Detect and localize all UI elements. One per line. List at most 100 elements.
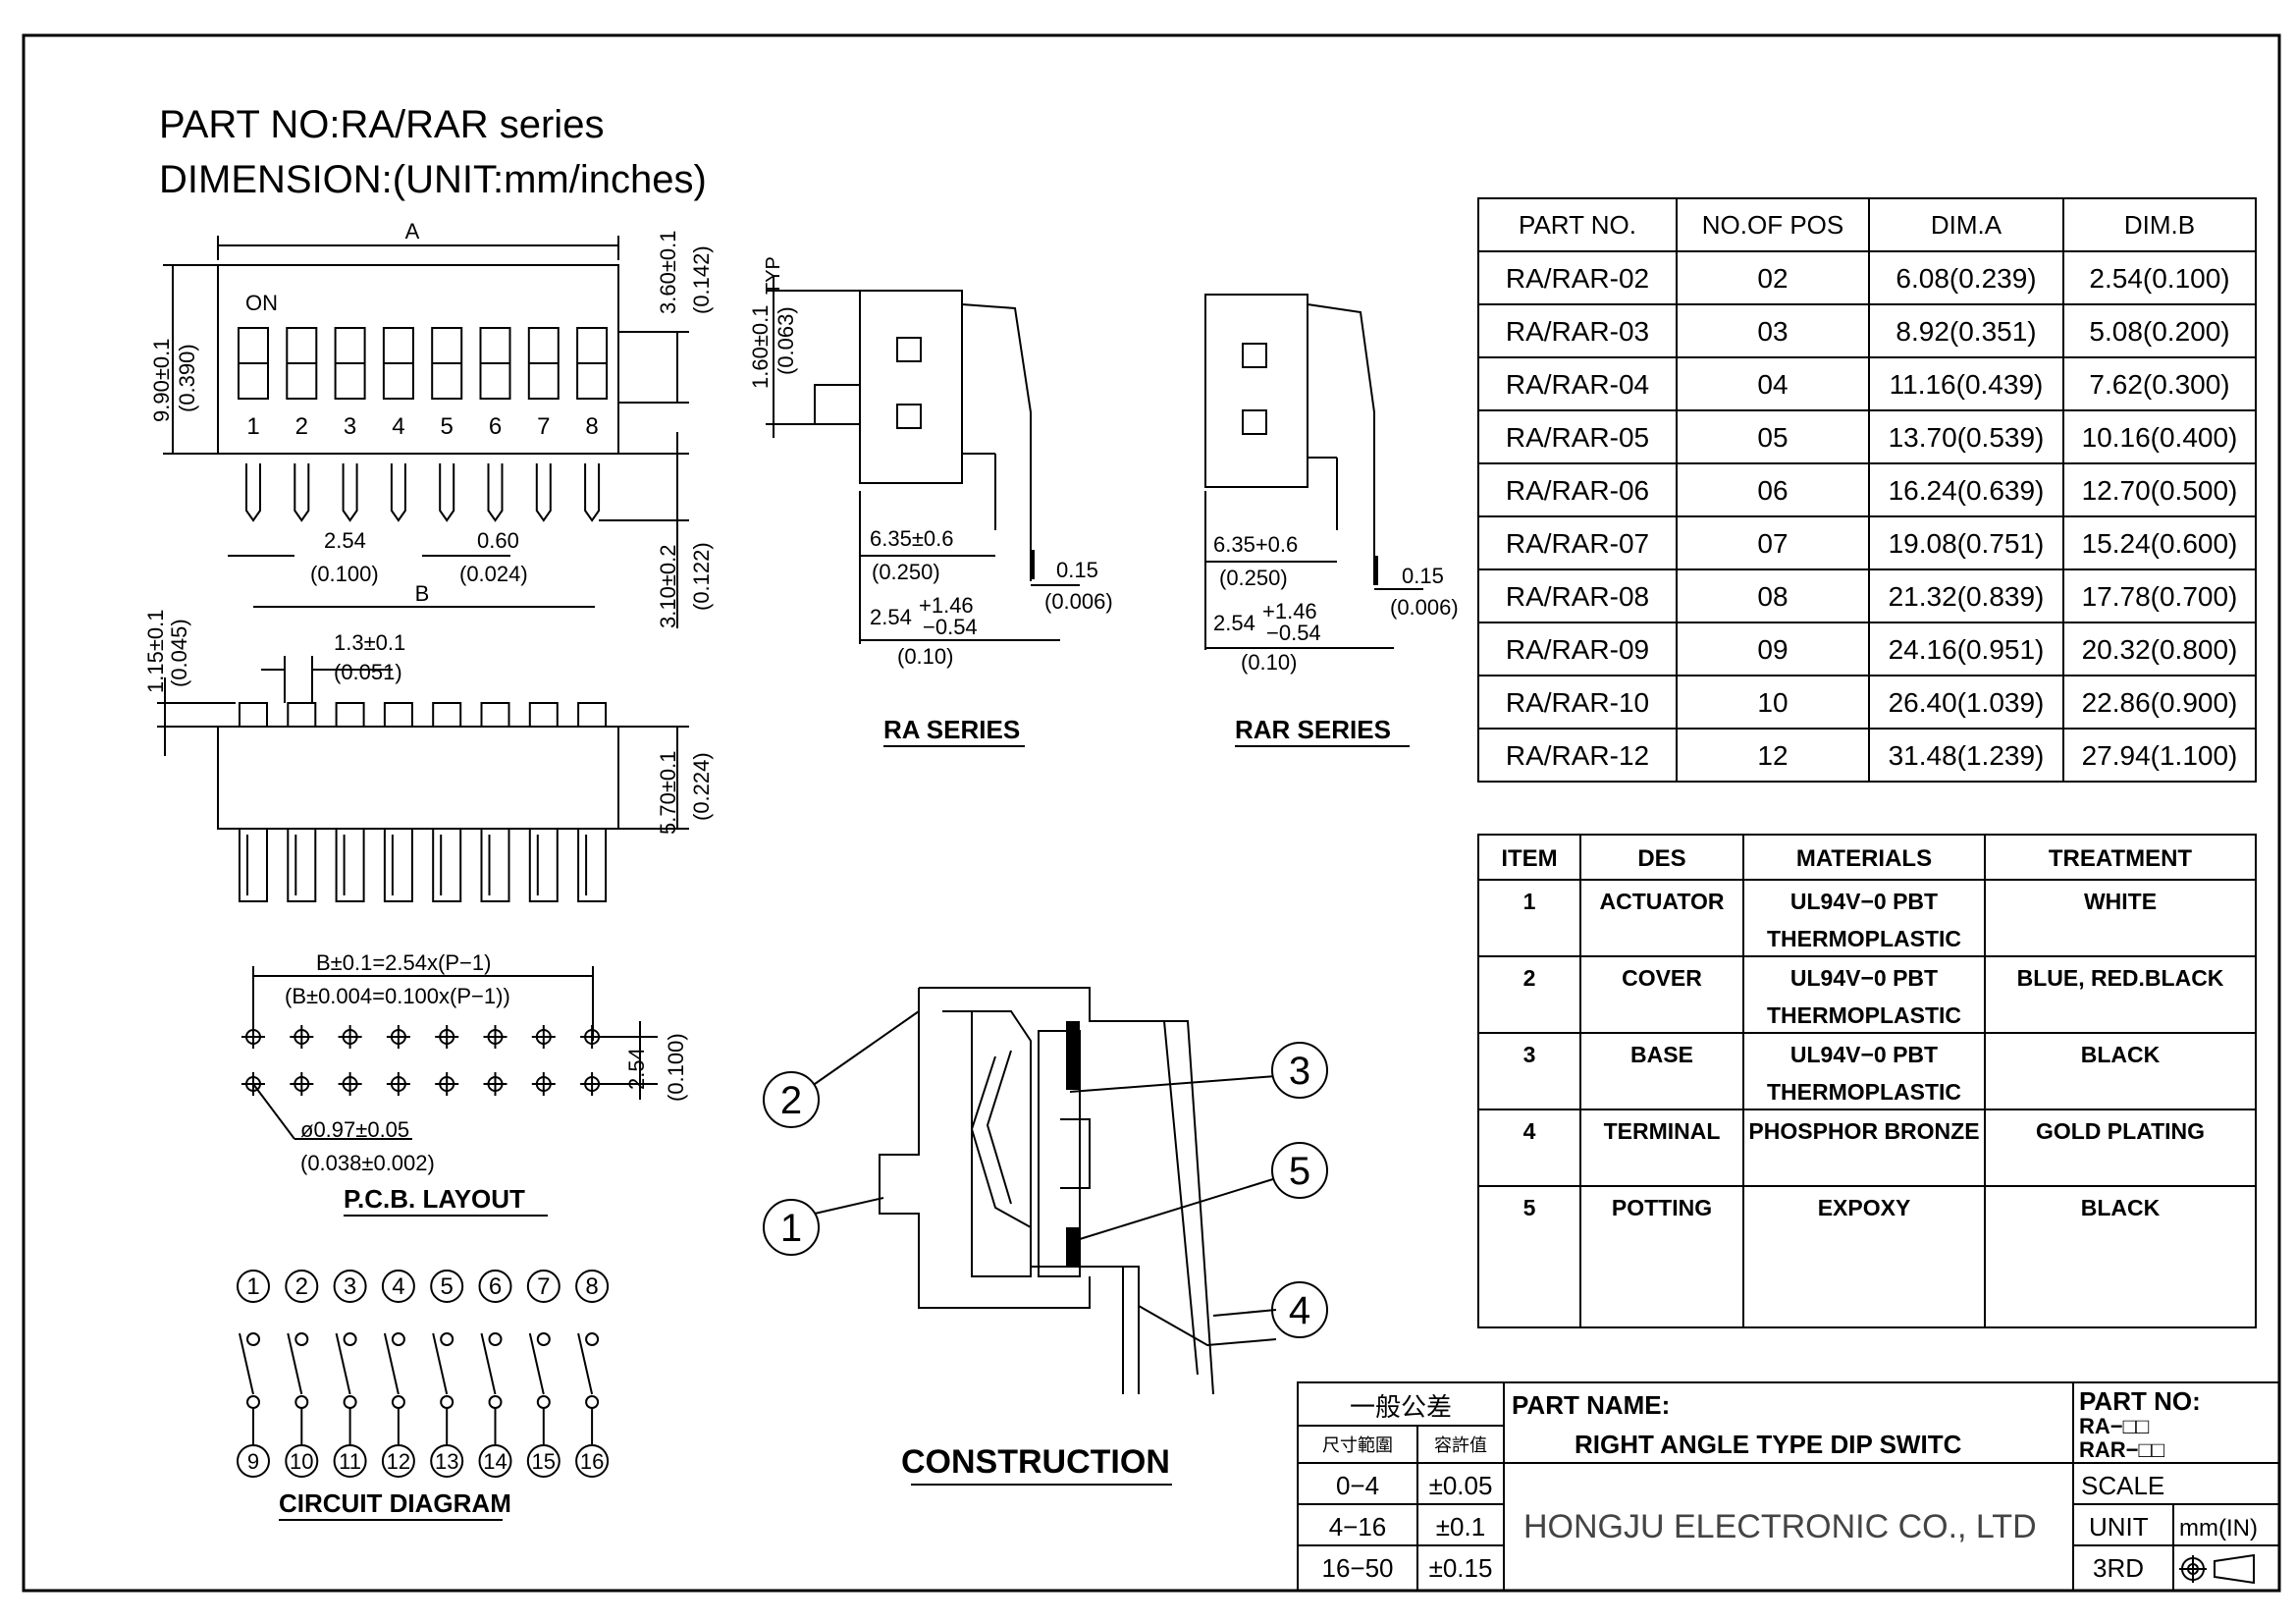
dim-table-cell: 11.16(0.439) bbox=[1890, 369, 2044, 400]
circuit-pin-top bbox=[285, 1270, 319, 1303]
title-block bbox=[1297, 1381, 2280, 1592]
side-dim: 3.60±0.1 bbox=[656, 231, 680, 314]
dim-table-cell: 2.54(0.100) bbox=[2089, 263, 2229, 294]
mat-table-cell: WHITE bbox=[2084, 889, 2157, 914]
side-actuator bbox=[287, 702, 317, 728]
rar-series-drawing bbox=[1204, 294, 1423, 650]
dim-table-cell: 15.24(0.600) bbox=[2082, 528, 2238, 559]
ra-typ: TYP bbox=[763, 256, 784, 295]
construction-title: CONSTRUCTION bbox=[901, 1443, 1170, 1481]
rar-dim1-in: (0.250) bbox=[1219, 566, 1288, 590]
pcb-title: P.C.B. LAYOUT bbox=[344, 1184, 525, 1214]
tol-range-3: 16−50 bbox=[1321, 1553, 1393, 1583]
position-label: 1 bbox=[246, 413, 259, 440]
part-no-2: RAR−□□ bbox=[2079, 1437, 2164, 1462]
position-label: 6 bbox=[489, 413, 502, 440]
dim-table-cell: RA/RAR-06 bbox=[1506, 475, 1649, 506]
dim-a-label: A bbox=[405, 219, 420, 243]
actuator-row bbox=[238, 327, 609, 400]
mat-table-cell: THERMOPLASTIC bbox=[1767, 1002, 1961, 1028]
header-part-no: PART NO:RA/RAR series bbox=[159, 103, 604, 146]
part-no-1: RA−□□ bbox=[2079, 1414, 2149, 1438]
callout-number: 1 bbox=[780, 1207, 802, 1250]
unit-value: mm(IN) bbox=[2179, 1515, 2258, 1542]
unit-label: UNIT bbox=[2089, 1512, 2149, 1542]
dim-b-label: B bbox=[415, 581, 430, 606]
body-h-dim: 5.70±0.1 bbox=[656, 751, 680, 835]
ra-dim2: 0.15 bbox=[1056, 558, 1098, 582]
side-pin bbox=[287, 828, 317, 902]
scale-label: SCALE bbox=[2081, 1471, 2164, 1500]
potting-fill-bottom bbox=[1066, 1227, 1080, 1267]
rar-dim3-in: (0.10) bbox=[1241, 650, 1297, 675]
ra-series-drawing bbox=[766, 275, 1080, 644]
ra-dim3: 2.54 bbox=[870, 605, 912, 629]
dim-table-cell: 03 bbox=[1757, 316, 1788, 347]
dim-table-cell: RA/RAR-07 bbox=[1506, 528, 1649, 559]
tol-title: 一般公差 bbox=[1350, 1392, 1452, 1422]
circuit-pin-bottom bbox=[526, 1444, 561, 1478]
part-no-label: PART NO: bbox=[2079, 1386, 2201, 1416]
side-pin bbox=[335, 828, 365, 902]
pin bbox=[245, 463, 261, 522]
tol-range-1: 0−4 bbox=[1336, 1471, 1379, 1500]
mat-table-cell: BLACK bbox=[2081, 1195, 2161, 1220]
side-pin bbox=[383, 828, 413, 902]
dim-table-cell: 07 bbox=[1757, 528, 1788, 559]
mat-table-header: TREATMENT bbox=[2049, 845, 2193, 872]
pin bbox=[342, 463, 358, 522]
pin-width-dim: 0.60 bbox=[477, 528, 519, 553]
rar-terminal-fill bbox=[1374, 556, 1378, 585]
pin-len-dim: 3.10±0.2 bbox=[656, 545, 680, 628]
position-label: 3 bbox=[344, 413, 356, 440]
circuit-pin-top bbox=[478, 1270, 512, 1303]
dim-table-cell: 16.24(0.639) bbox=[1889, 475, 2045, 506]
pin-len-dim-in: (0.122) bbox=[689, 542, 714, 611]
circuit-pin-bottom-label: 9 bbox=[247, 1449, 259, 1474]
pcb-hole: ø0.97±0.05 bbox=[300, 1117, 409, 1142]
dim-table-cell: 06 bbox=[1757, 475, 1788, 506]
callout-circle bbox=[763, 1199, 820, 1256]
callout-circle bbox=[1271, 1042, 1328, 1099]
rar-dim3-plus: +1.46 bbox=[1262, 599, 1317, 623]
mat-table-cell: 3 bbox=[1523, 1042, 1536, 1067]
side-view bbox=[157, 656, 689, 830]
circuit-pin-top-label: 1 bbox=[246, 1273, 259, 1300]
header-dimension: DIMENSION:(UNIT:mm/inches) bbox=[159, 158, 707, 201]
dim-table-cell: 04 bbox=[1757, 369, 1788, 400]
dim-table-cell: 26.40(1.039) bbox=[1889, 687, 2045, 718]
side-actuator bbox=[383, 702, 413, 728]
circuit-pin-top-label: 3 bbox=[344, 1273, 356, 1300]
circuit-pin-bottom bbox=[430, 1444, 464, 1478]
dim-table-cell: 17.78(0.700) bbox=[2082, 581, 2238, 612]
on-label: ON bbox=[245, 291, 278, 315]
dim-table-cell: 12.70(0.500) bbox=[2082, 475, 2238, 506]
side-pin bbox=[528, 828, 559, 902]
side-actuators bbox=[239, 702, 608, 728]
side-actuator bbox=[480, 702, 510, 728]
side-actuator bbox=[239, 702, 268, 728]
body-h-dim-in: (0.224) bbox=[689, 752, 714, 821]
callout-circle bbox=[763, 1071, 820, 1128]
circuit-pin-top-label: 4 bbox=[392, 1273, 404, 1300]
position-label: 8 bbox=[585, 413, 598, 440]
mat-table-cell: TERMINAL bbox=[1604, 1118, 1721, 1144]
mat-table-cell: 4 bbox=[1523, 1118, 1536, 1144]
dim-table-cell: RA/RAR-08 bbox=[1506, 581, 1649, 612]
side-dim-in: (0.142) bbox=[689, 245, 714, 314]
pin bbox=[584, 463, 601, 522]
pcb-formula: B±0.1=2.54x(P−1) bbox=[316, 950, 491, 975]
mat-table-cell: BLACK bbox=[2081, 1042, 2161, 1067]
dim-table-cell: RA/RAR-05 bbox=[1506, 422, 1649, 453]
act-w-dim-in: (0.051) bbox=[334, 660, 402, 684]
dim-table-cell: RA/RAR-04 bbox=[1506, 369, 1649, 400]
construction-drawing bbox=[879, 987, 1214, 1395]
side-pin bbox=[577, 828, 608, 902]
height-dim-in: (0.390) bbox=[175, 344, 199, 412]
circuit-pin-bottom bbox=[575, 1444, 610, 1478]
dim-table-cell: RA/RAR-02 bbox=[1506, 263, 1649, 294]
circuit-pin-top-label: 8 bbox=[585, 1273, 598, 1300]
pin bbox=[390, 463, 406, 522]
top-view bbox=[163, 236, 689, 628]
